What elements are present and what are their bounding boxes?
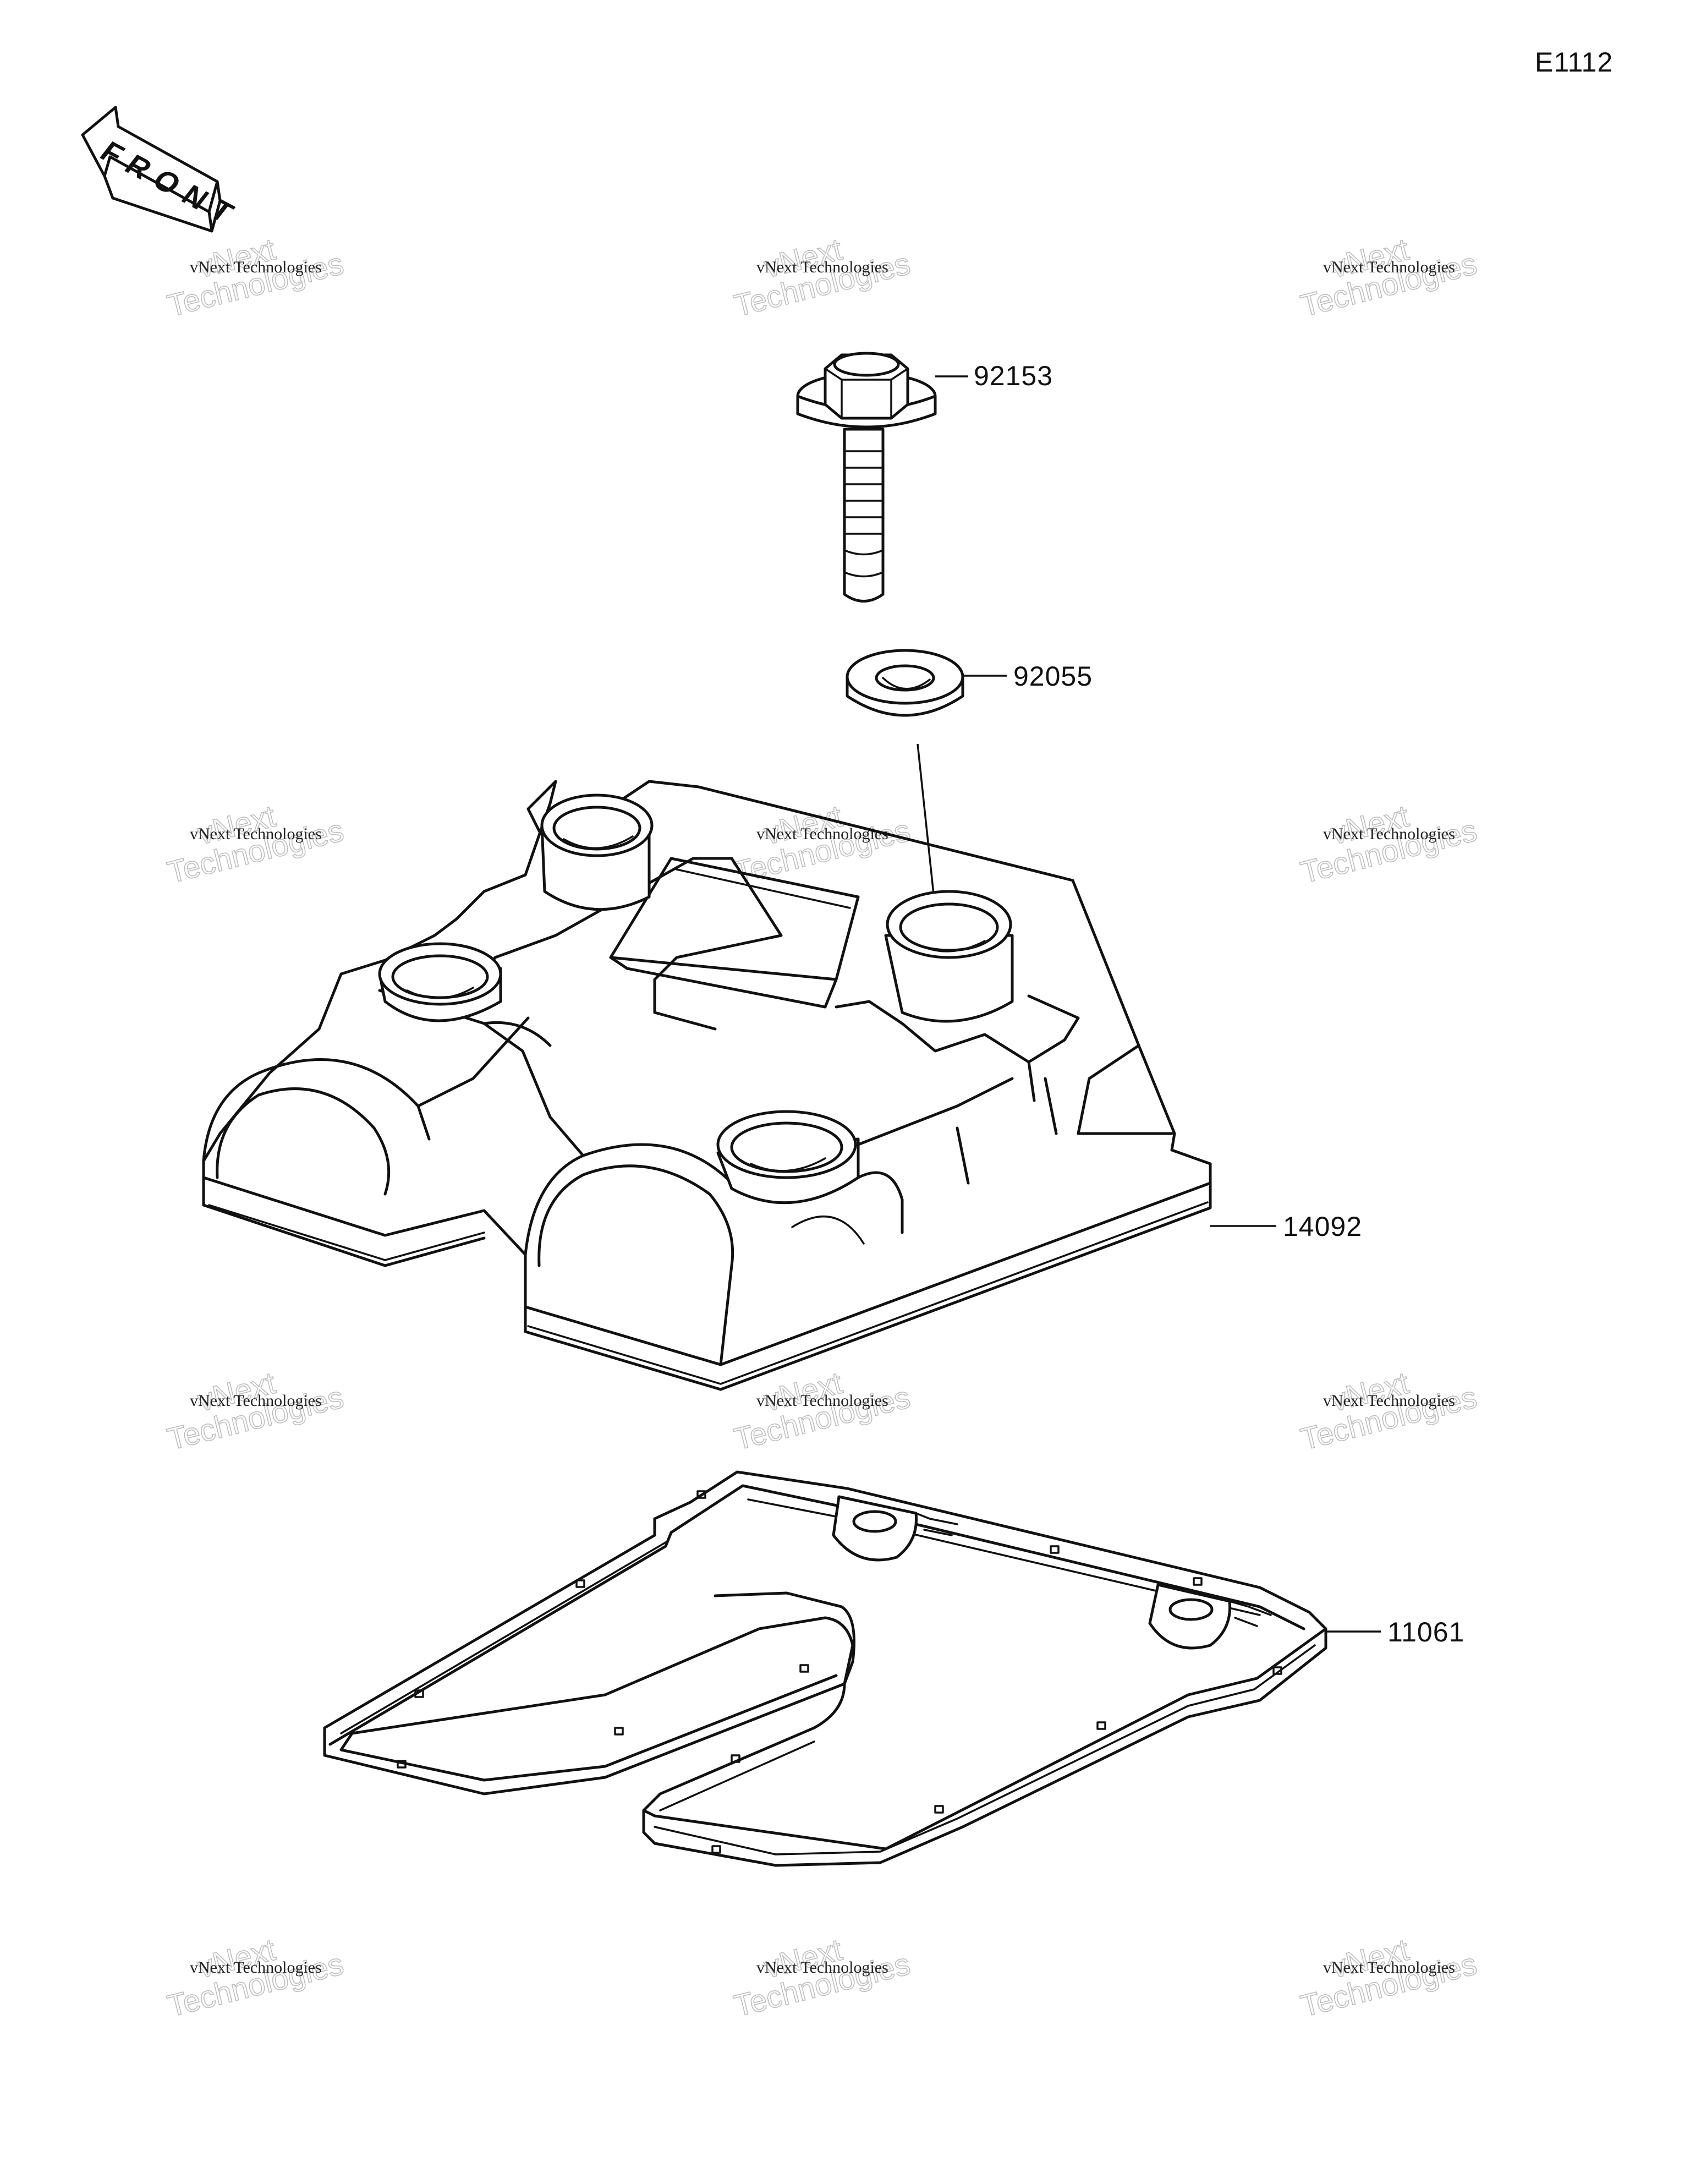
watermark: vNext Technologies vNext Technologies — [163, 1365, 347, 1457]
watermark: vNext Technologies vNext Technologies — [163, 1931, 347, 2024]
gasket-part — [323, 1470, 1327, 1867]
watermark: vNext Technologies vNext Technologies — [1297, 1365, 1480, 1457]
watermark: vNext Technologies vNext Technologies — [730, 1365, 914, 1457]
part-number-92153: 92153 — [974, 360, 1053, 391]
svg-text:vNext Technologies: vNext Technologies — [190, 1392, 322, 1410]
watermark: vNext Technologies vNext Technologies — [163, 798, 347, 890]
svg-text:vNext Technologies: vNext Technologies — [756, 825, 888, 843]
watermark: vNext Technologies vNext Technologies — [730, 1931, 914, 2024]
watermark: vNext Technologies vNext Technologies — [730, 231, 914, 324]
svg-text:vNext Technologies: vNext Technologies — [756, 258, 888, 276]
washer-part — [846, 649, 964, 717]
front-arrow-icon: FRONT — [81, 106, 249, 233]
part-number-92055: 92055 — [1013, 661, 1093, 692]
watermark: vNext Technologies vNext Technologies — [1297, 1931, 1480, 2024]
svg-text:vNext Technologies: vNext Technologies — [1323, 1392, 1455, 1410]
svg-text:vNext Technologies: vNext Technologies — [190, 825, 322, 843]
watermark: vNext Technologies vNext Technologies — [1297, 798, 1480, 890]
bolt-part — [796, 352, 937, 603]
svg-text:vNext Technologies: vNext Technologies — [1323, 825, 1455, 843]
diagram-code: E1112 — [1535, 47, 1613, 78]
svg-text:vNext Technologies: vNext Technologies — [756, 1958, 888, 1977]
cylinder-head-cover-part — [202, 780, 1212, 1391]
svg-text:vNext Technologies: vNext Technologies — [190, 1958, 322, 1977]
svg-text:vNext Technologies: vNext Technologies — [1323, 1958, 1455, 1977]
svg-text:vNext Technologies: vNext Technologies — [756, 1392, 888, 1410]
part-number-11061: 11061 — [1387, 1617, 1464, 1647]
watermark: vNext Technologies vNext Technologies — [1297, 231, 1480, 324]
part-number-14092: 14092 — [1283, 1211, 1362, 1242]
watermark: vNext Technologies vNext Technologies — [163, 231, 347, 324]
gasket-nubs — [397, 1490, 1282, 1854]
svg-text:vNext Technologies: vNext Technologies — [190, 258, 322, 276]
svg-text:vNext Technologies: vNext Technologies — [1323, 258, 1455, 276]
